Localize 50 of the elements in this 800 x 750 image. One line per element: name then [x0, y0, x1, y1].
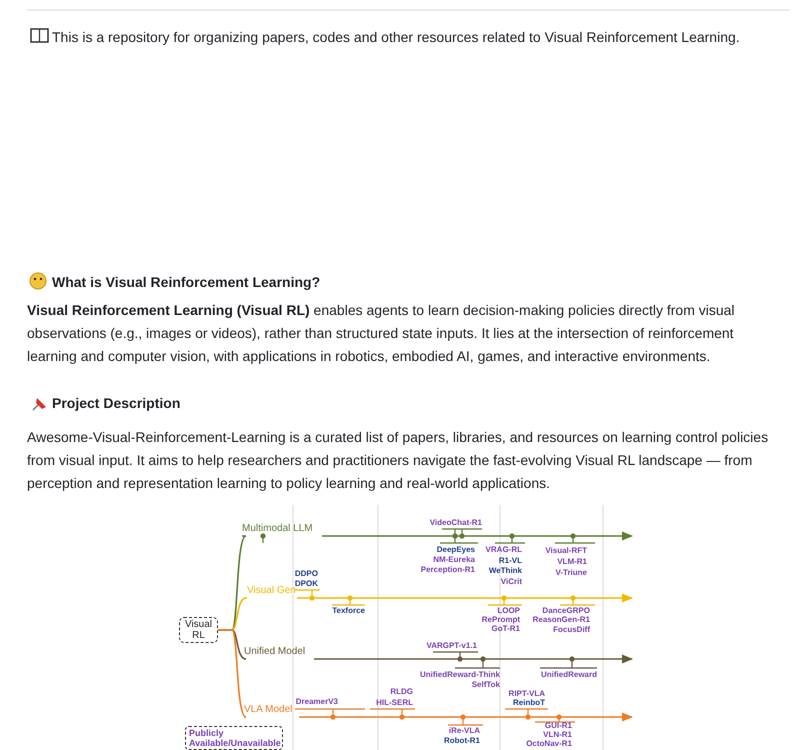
- model-name: ViCrit: [500, 577, 522, 586]
- model-name: DreamerV3: [296, 697, 338, 706]
- branch-label: Unified Model: [244, 645, 314, 659]
- model-name: HIL-SERL: [376, 698, 413, 707]
- model-name: FocusDiff: [553, 625, 590, 634]
- paragraph: Visual Reinforcement Learning (Visual RL) enables agents to learn decision-making policies directly from visual observations (e.g., images or videos), rather than structured state inputs. It lies at the intersection of reinforcement learning and computer vision, with applications in robotics, embodied AI, games, and interactive environments.: [27, 301, 736, 366]
- branch-label: Visual Gen: [247, 584, 297, 598]
- branch-label: Multimodal LLM: [242, 522, 322, 536]
- timeline-arrow: [299, 712, 634, 722]
- model-name: OctoNav-R1: [526, 739, 572, 748]
- model-name: DPOK: [294, 579, 318, 588]
- model-name: ReinboT: [513, 698, 545, 707]
- model-name: VLM-R1: [557, 557, 587, 566]
- intro-text: This is a repository for organizing papers, codes and other resources related to Visual Reinforcement Learning.: [52, 28, 740, 47]
- timeline-arrow: [314, 654, 634, 664]
- model-name: DDPO: [294, 569, 318, 578]
- model-name: RLDG: [390, 687, 413, 696]
- model-name: iRe-VLA: [448, 726, 480, 735]
- model-name: RePrompt: [482, 615, 520, 624]
- key-note: Publicly Available/Unavailable: [185, 726, 283, 750]
- model-name: VideoChat-R1: [430, 518, 482, 527]
- model-name: Perception-R1: [420, 565, 475, 574]
- model-name: Robot-R1: [444, 736, 480, 745]
- branch-label: VLA Model: [244, 703, 299, 717]
- model-name: DanceGRPO: [542, 606, 590, 615]
- model-name: VRAG-RL: [486, 545, 522, 554]
- timeline-arrow: [322, 532, 634, 540]
- paragraph: Awesome-Visual-Reinforcement-Learning is a curated list of papers, libraries, and resources on learning control policies from visual input. It aims to help researchers and practitioners navigate the fast-evolving Visual RL landscape — from perception and representation learning to policy learning and real-world applications.: [27, 428, 770, 493]
- model-name: LOOP: [497, 606, 520, 615]
- root-box: Visual RL: [179, 617, 218, 643]
- model-name: GoT-R1: [492, 624, 520, 633]
- model-name: UnifiedReward: [540, 670, 597, 679]
- model-name: GUI-R1: [544, 721, 572, 730]
- model-name: V-Triune: [555, 568, 587, 577]
- model-name: Texforce: [332, 606, 365, 615]
- model-name: SelfTok: [472, 680, 500, 689]
- branch-line: [218, 629, 247, 718]
- model-name: VARGPT-v1.1: [426, 641, 477, 650]
- model-name: NM-Eureka: [433, 555, 475, 564]
- model-name: R1-VL: [498, 556, 522, 565]
- model-name: VLN-R1: [543, 730, 572, 739]
- model-name: DeepEyes: [436, 545, 475, 554]
- model-name: WeThink: [488, 566, 522, 575]
- section-heading: What is Visual Reinforcement Learning?: [52, 273, 322, 292]
- section-heading: Project Description: [52, 394, 182, 413]
- timeline-arrow: [297, 594, 634, 602]
- model-name: RIPT-VLA: [508, 689, 545, 698]
- model-name: Visual-RFT: [545, 546, 587, 555]
- model-name: UnifiedReward-Think: [420, 670, 500, 679]
- model-name: ReasonGen-R1: [532, 615, 590, 624]
